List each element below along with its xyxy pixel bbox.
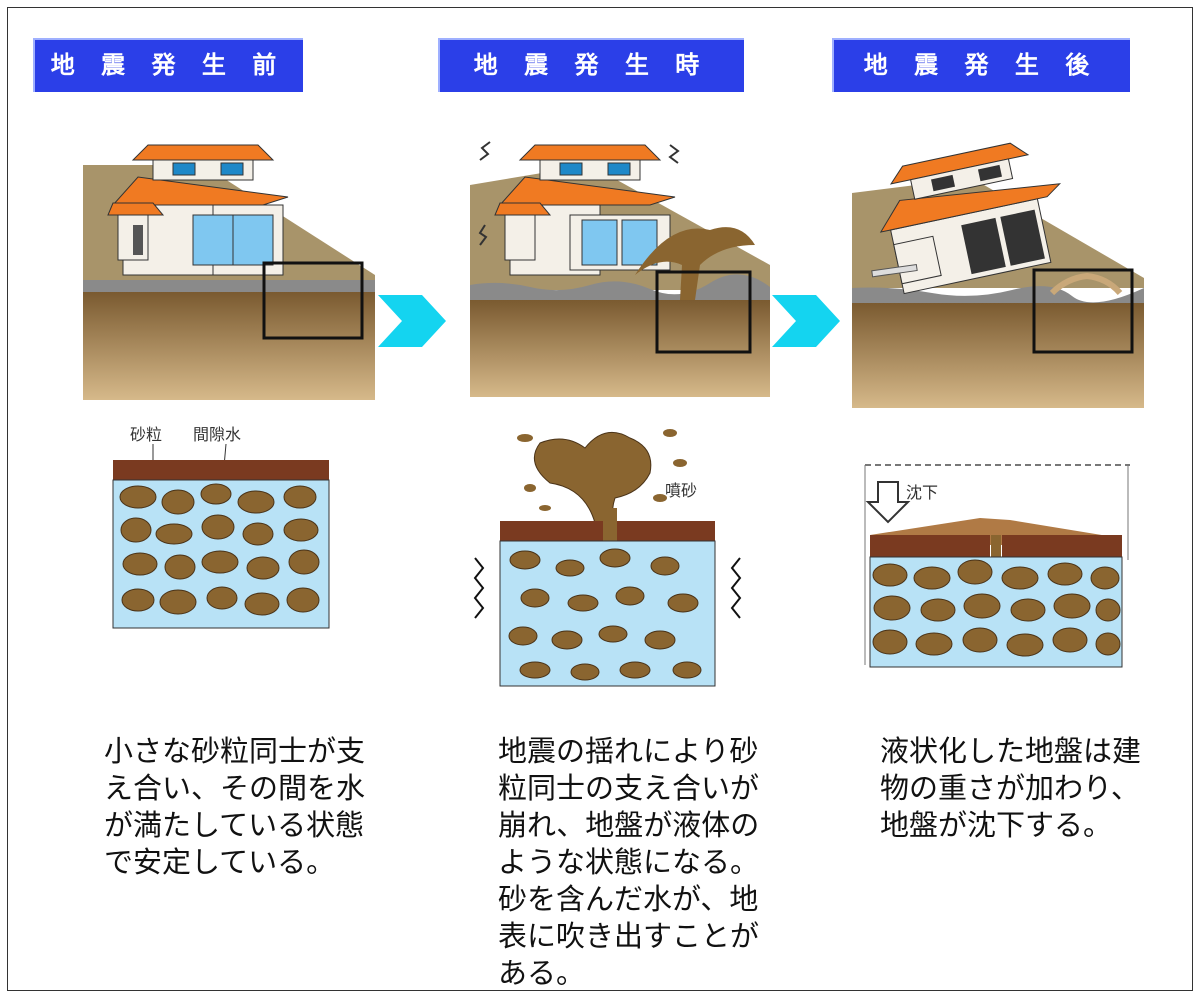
label-spouting-sand: 噴砂 — [665, 481, 697, 500]
soil-detail-after: 沈下 — [864, 464, 1130, 668]
diagram-frame — [7, 7, 1193, 991]
caption-before: 小さな砂粒同士が支 え合い、その間を水 が満たしている状態 で安定している。 — [104, 734, 366, 879]
house-scene-after — [852, 142, 1144, 408]
arrow-icon-2 — [772, 295, 840, 347]
house-scene-during — [470, 141, 770, 397]
stage-title-before: 地 震 発 生 前 — [33, 38, 303, 92]
down-arrow-icon — [865, 481, 911, 524]
label-pore-water: 間隙水 — [193, 425, 241, 444]
caption-during: 地震の揺れにより砂 粒同士の支え合いが 崩れ、地盤が液体の ような状態になる。 … — [498, 734, 760, 990]
label-sand-grain: 砂粒 — [130, 425, 162, 444]
focus-box — [262, 261, 364, 340]
stage-title-during: 地 震 発 生 時 — [438, 38, 744, 92]
house-scene-before — [83, 144, 375, 400]
label-subsidence: 沈下 — [906, 483, 938, 502]
soil-detail-before: 砂粒 間隙水 — [112, 425, 330, 629]
house-icon — [107, 144, 289, 276]
arrow-icon-1 — [378, 295, 446, 347]
soil-detail-during: 噴砂 — [473, 429, 742, 687]
caption-after: 液状化した地盤は建 物の重さが加わり、 地盤が沈下する。 — [880, 734, 1142, 842]
stage-title-after: 地 震 発 生 後 — [832, 38, 1130, 92]
